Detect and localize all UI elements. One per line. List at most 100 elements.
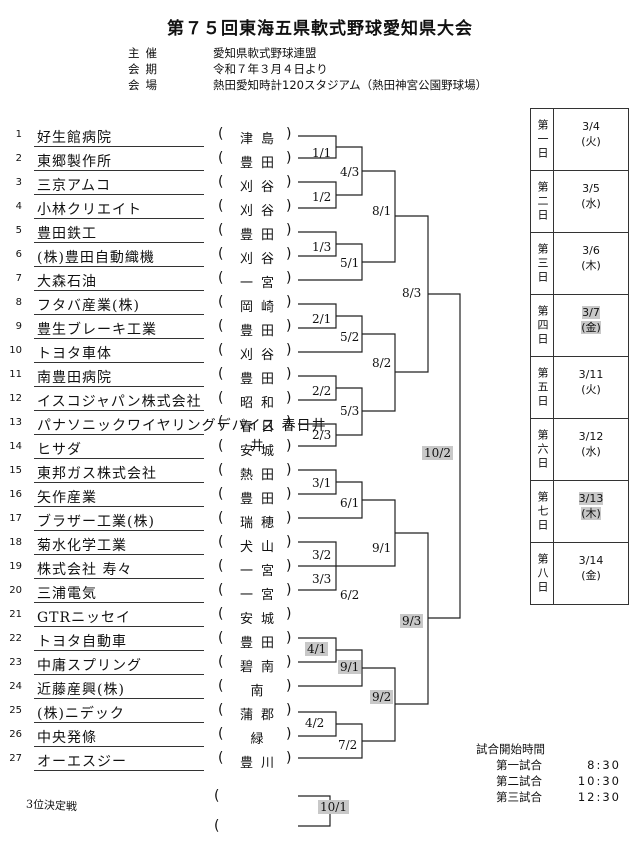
team-name: フタバ産業(株) [37, 298, 140, 314]
name-underline [34, 290, 204, 291]
team-number: 20 [9, 585, 22, 596]
team-number: 24 [9, 681, 22, 692]
schedule-weekday: (水) [581, 197, 601, 210]
team-city: 豊田 [239, 492, 282, 507]
score-label: 4/3 [340, 165, 360, 179]
name-underline [34, 338, 204, 339]
score-label: 10/2 [422, 446, 453, 460]
team-name: 豊生ブレーキ工業 [37, 322, 157, 338]
paren-open: ( [218, 222, 224, 238]
paren-open: ( [218, 294, 224, 310]
name-underline [34, 602, 204, 603]
paren-open: ( [218, 606, 224, 622]
schedule-weekday: (木) [581, 259, 601, 272]
paren-close: ) [286, 582, 292, 598]
team-number: 3 [15, 177, 22, 188]
score-label: 2/1 [312, 312, 332, 326]
paren-open: ( [218, 534, 224, 550]
paren-close: ) [286, 486, 292, 502]
bracket-line [362, 667, 396, 742]
team-city: 碧南 [239, 660, 282, 675]
team-city: 豊田 [239, 636, 282, 651]
score-label: 4/2 [305, 716, 325, 730]
schedule-weekday: (水) [581, 445, 601, 458]
team-name: 近藤産興(株) [37, 682, 125, 698]
team-city: 豊田 [239, 372, 282, 387]
schedule-date: 3/12 [578, 430, 604, 443]
team-name: 南豊田病院 [37, 370, 112, 386]
paren-close: ) [286, 510, 292, 526]
schedule-day: 第四日 [531, 295, 554, 356]
score-label: 4/1 [305, 642, 329, 656]
paren-close: ) [286, 150, 292, 166]
schedule-date: 3/6 [582, 244, 600, 257]
name-underline [34, 650, 204, 651]
name-underline [34, 386, 204, 387]
team-city: 一宮 [239, 564, 282, 579]
team-name: 大森石油 [37, 274, 97, 290]
time-value: 8:30 [587, 758, 621, 772]
score-label: 6/2 [340, 588, 360, 602]
team-row: 6(株)豊田自動織機(刈谷) [4, 246, 299, 268]
score-label: 1/1 [312, 146, 332, 160]
team-number: 4 [15, 201, 22, 212]
name-underline [34, 506, 204, 507]
team-name: 矢作産業 [37, 490, 97, 506]
name-underline [34, 482, 204, 483]
team-city: 安城 [239, 612, 282, 627]
name-underline [34, 362, 204, 363]
bracket-line [428, 293, 461, 619]
paren-close: ) [286, 630, 292, 646]
team-city: 蒲郡 [239, 708, 282, 723]
team-name: 三京アムコ [37, 178, 112, 194]
score-label: 6/1 [340, 496, 360, 510]
paren-close: ) [286, 270, 292, 286]
name-underline [34, 770, 204, 771]
info-value: 令和７年３月４日より [213, 62, 328, 76]
schedule-weekday: (木) [581, 507, 601, 520]
team-name: 株式会社 寿々 [37, 562, 133, 578]
paren-open: ( [218, 414, 224, 430]
schedule-date: 3/11 [578, 368, 604, 381]
name-underline [34, 554, 204, 555]
team-city: 刈谷 [239, 348, 282, 363]
paren-open: ( [218, 390, 224, 406]
paren-open: ( [218, 174, 224, 190]
score-label: 1/3 [312, 240, 332, 254]
score-label: 5/1 [340, 256, 360, 270]
team-city: 南 [250, 684, 272, 699]
score-label: 10/1 [318, 800, 349, 814]
team-name: トヨタ車体 [37, 346, 112, 362]
team-name: パナソニックワイヤリングデバイス 春日井 [37, 418, 327, 434]
schedule-weekday: (火) [581, 135, 601, 148]
schedule-date: 3/4 [582, 120, 600, 133]
team-number: 26 [9, 729, 22, 740]
info-organizer: 主催愛知県軟式野球連盟 [128, 46, 317, 61]
schedule-date: 3/5 [582, 182, 600, 195]
team-city: 豊川 [239, 756, 282, 771]
schedule-date-cell: 3/4 (火) [554, 109, 628, 170]
paren-mark: ( [214, 818, 220, 834]
paren-mark: ( [214, 788, 220, 804]
schedule-day: 第三日 [531, 233, 554, 294]
team-city: 刈谷 [239, 204, 282, 219]
name-underline [34, 626, 204, 627]
schedule-date-cell: 3/14(金) [554, 543, 628, 604]
team-row: 25(株)ニデック(蒲郡) [4, 702, 299, 724]
